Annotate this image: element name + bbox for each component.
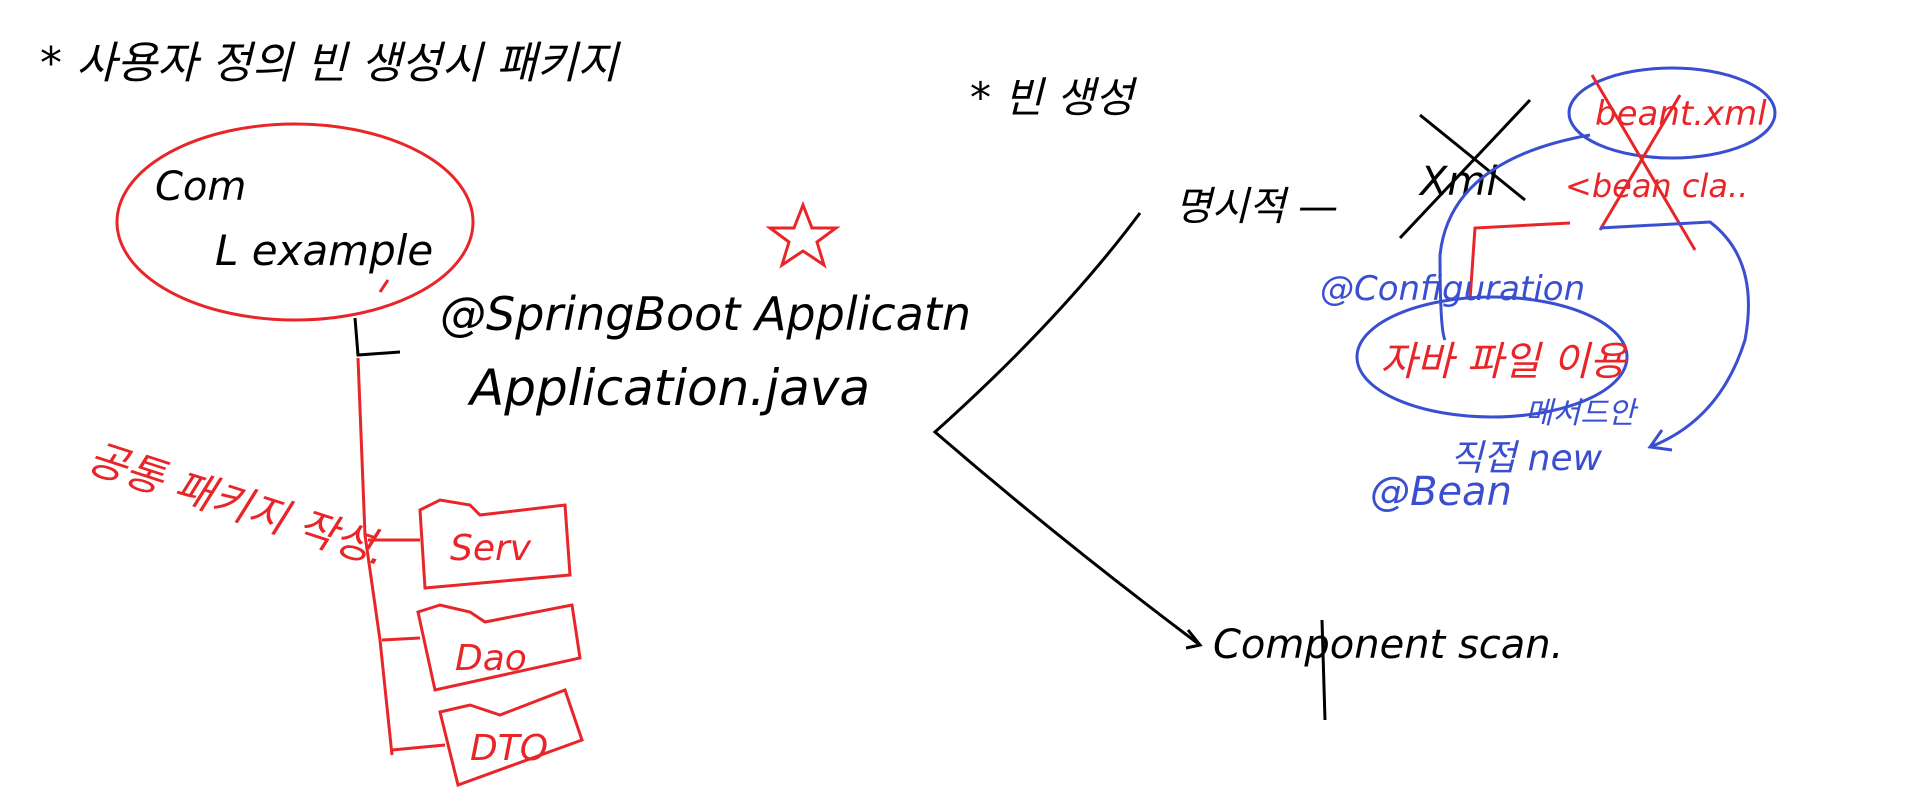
direct-new-label: 직접 new xyxy=(1450,438,1603,479)
star-icon xyxy=(765,200,841,269)
bean-tag-to-new-arrow xyxy=(1599,220,1750,449)
folder-dao: Dao xyxy=(416,603,582,692)
left-heading: * 사용자 정의 빈 생성시 패키지 xyxy=(40,38,621,89)
folder-icon xyxy=(438,688,584,787)
root-package-line2: L example xyxy=(215,226,433,275)
right-section: * 빈 생성 명시적 — Xml beant.xml <bean cla.. @… xyxy=(932,66,1777,721)
left-section: * 사용자 정의 빈 생성시 패키지 Com L example @Spring… xyxy=(40,38,971,787)
branch-dto xyxy=(391,743,446,752)
folder-serv: Serv xyxy=(418,498,572,590)
branch-dao xyxy=(381,636,421,642)
component-scan-label: Component scan. xyxy=(1213,622,1563,668)
method-label: 메서드안 xyxy=(1525,396,1639,431)
explicit-branch-label: 명시적 — xyxy=(1175,184,1338,230)
xml-link xyxy=(1468,221,1571,301)
folder-dto: DTO xyxy=(438,688,584,787)
bean-xml-cross-out xyxy=(1590,74,1697,251)
bean-annotation: @Bean xyxy=(1370,469,1512,515)
root-package-ellipse xyxy=(115,122,475,322)
java-file-label: 자바 파일 이용 xyxy=(1380,339,1628,385)
bean-tag-label: <bean cla.. xyxy=(1565,167,1748,205)
folder-dto-label: DTO xyxy=(470,728,548,769)
main-application-file: Application.java xyxy=(467,359,870,417)
xml-label: Xml xyxy=(1418,159,1497,205)
bracket-arrowhead xyxy=(1185,629,1203,650)
arrowhead-icon xyxy=(1647,429,1673,452)
bean-xml-ellipse xyxy=(1567,66,1777,160)
component-scan-stroke xyxy=(1320,619,1327,721)
trunk-tick xyxy=(378,279,390,293)
folder-serv-label: Serv xyxy=(450,528,532,569)
folder-icon xyxy=(418,498,572,590)
right-heading: * 빈 생성 xyxy=(970,73,1138,122)
springboot-annotation: @SpringBoot Applicatn xyxy=(440,287,971,341)
bean-creation-bracket xyxy=(932,212,1201,647)
xml-cross-out xyxy=(1398,98,1532,240)
bean-xml-label: beant.xml xyxy=(1595,94,1767,134)
xml-to-config-arrow xyxy=(1438,133,1591,341)
folder-dao-label: Dao xyxy=(455,638,527,679)
folder-icon xyxy=(416,603,582,692)
common-package-note: 공통 패키지 작성. xyxy=(82,433,392,576)
main-file-connector xyxy=(353,317,401,357)
root-package-line1: Com xyxy=(155,164,246,210)
java-file-ellipse xyxy=(1355,295,1629,419)
package-trunk xyxy=(356,357,394,756)
